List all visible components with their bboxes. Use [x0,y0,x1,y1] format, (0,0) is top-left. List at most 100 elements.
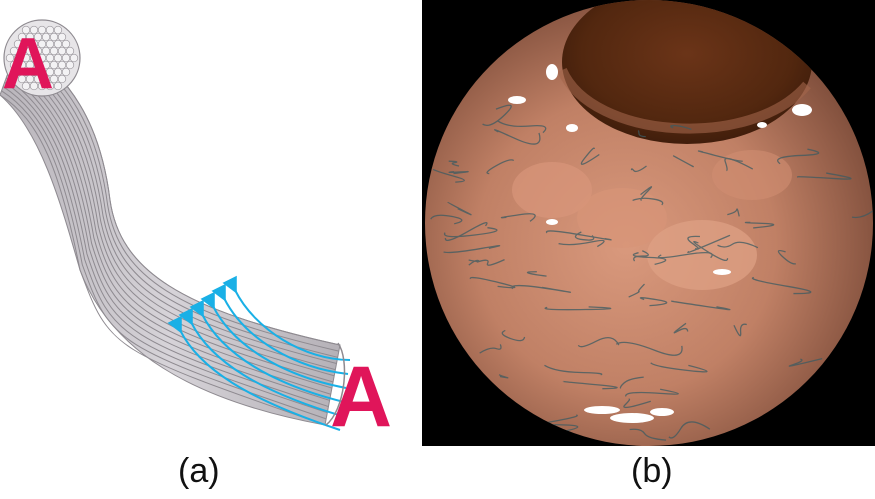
fiber-end [65,60,75,70]
fiber-end [49,46,59,56]
blood-vessel [558,239,605,248]
fiber-end [57,32,67,42]
fiber-bundle-svg: A A [0,19,392,445]
blood-vessel [511,284,572,293]
optical-fiber [10,64,334,383]
optical-fiber [16,48,338,358]
fiber-end [29,53,39,63]
fiber-bundle-illustration: A A [0,0,420,450]
blood-vessel [687,235,700,250]
fiber-end [29,67,39,77]
blood-vessel [850,119,873,137]
fiber-end [41,46,51,56]
blood-vessel [697,150,743,162]
fiber-end [41,60,51,70]
light-ray-arrow [189,299,345,403]
fiber-end [17,74,27,84]
blood-vessel [851,200,873,219]
fiber-end [57,74,67,84]
light-ray-arrow [200,291,347,389]
blood-vessel [672,155,694,168]
fiber-end [17,32,27,42]
blood-vessel [744,221,775,229]
blood-vessel [670,124,692,130]
fiber-end [41,32,51,42]
fiber-end [53,53,63,63]
light-ray-arrow [222,275,351,361]
optical-fiber [12,60,335,377]
blood-vessel [448,160,460,167]
fiber-end [57,60,67,70]
blood-vessel [751,276,812,295]
blood-vessel [469,276,516,289]
fiber-end [9,46,19,56]
blood-vessel [717,241,759,249]
blood-vessel [447,201,472,216]
fiber-end [61,39,71,49]
fiber-end [9,60,19,70]
fiber-end [53,25,63,35]
optical-fiber [7,73,331,395]
fiber-end [25,74,35,84]
blood-vessel [482,104,512,127]
blood-vessel [443,244,501,254]
fiber-lines [0,39,341,426]
blood-vessel [796,172,852,180]
blood-vessel [545,230,612,241]
blood-vessel [777,148,820,165]
fiber-end [61,53,71,63]
blood-vessel [628,283,645,298]
blood-vessel [498,431,526,438]
fiber-end [65,46,75,56]
fiber-bundle-top-end [3,19,81,97]
fiber-end [33,74,43,84]
fiber-bundle-bottom-end [325,342,346,426]
blood-vessel [619,376,644,389]
blood-vessel [526,271,547,277]
image-letter-top: A [2,24,54,104]
fiber-end [49,74,59,84]
fiber-end [37,81,47,91]
fiber-end [69,53,79,63]
blood-vessel [632,252,667,265]
image-letter-bottom: A [330,349,392,445]
blood-vessel [574,231,595,241]
blood-vessel [640,186,653,201]
blood-vessel [547,434,572,445]
light-ray-arrow [178,307,343,417]
fiber-end [49,60,59,70]
light-ray-arrow [211,283,349,375]
fiber-end [13,67,23,77]
fiber-end [21,81,31,91]
blood-vessel [733,323,747,337]
blood-vessel [724,157,754,172]
blood-vessel [623,398,651,409]
blood-vessel [625,388,679,397]
fiber-end [13,39,23,49]
blood-vessel [629,428,667,441]
blood-vessel [443,227,498,238]
blood-vessel [727,208,740,217]
blood-vessel [668,421,711,439]
endoscopy-svg [425,0,873,446]
optical-fiber [8,69,333,389]
blood-vessel [630,165,647,173]
fiber-end [37,25,47,35]
fiber-end [25,46,35,56]
blood-vessel [501,329,526,342]
blood-vessel [497,120,547,134]
fiber-end [29,39,39,49]
light-reflections [508,64,812,423]
blood-vessel [494,129,541,145]
optical-fiber [4,81,329,408]
fiber-end [21,39,31,49]
blood-vessel [615,341,683,356]
blood-vessel [788,358,823,367]
optical-fiber [1,90,327,420]
blood-vessel [577,337,620,348]
blood-vessel [671,300,731,311]
fiber-end [37,67,47,77]
fiber-end [45,67,55,77]
blood-vessel [633,250,649,262]
blood-vessel [693,240,729,262]
